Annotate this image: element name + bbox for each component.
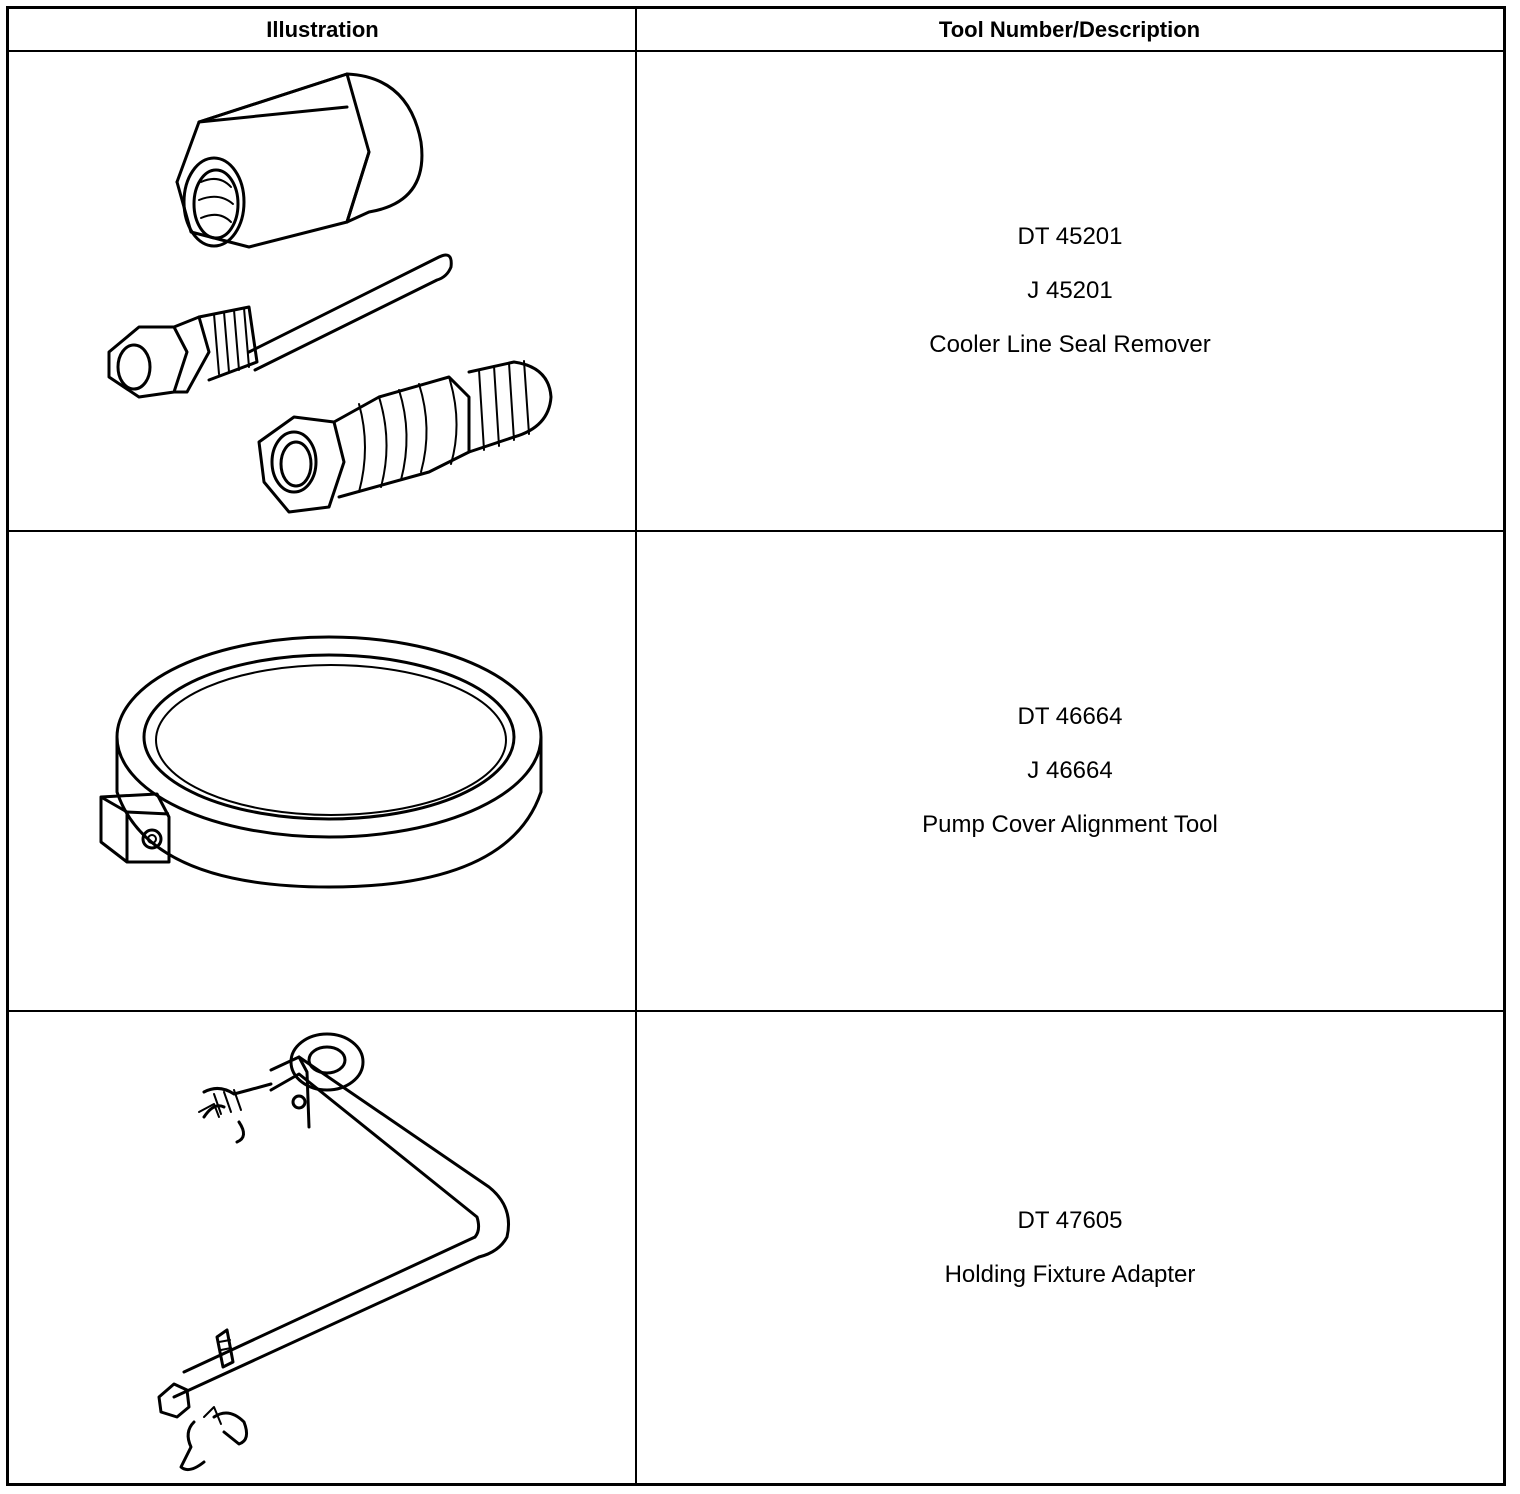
- holding-fixture-adapter-icon: [157, 1032, 510, 1472]
- table-header: Illustration Tool Number/Description: [9, 9, 1503, 52]
- special-tools-table: Illustration Tool Number/Description: [6, 6, 1506, 1486]
- table-row: DT 47605 Holding Fixture Adapter: [9, 1012, 1503, 1483]
- header-tool-number-description: Tool Number/Description: [938, 17, 1201, 42]
- illustration-cell: [9, 52, 635, 530]
- tool-description: Pump Cover Alignment Tool: [922, 811, 1218, 838]
- tool-number-j: J 45201: [1027, 277, 1113, 304]
- table-row: DT 45201 J 45201 Cooler Line Seal Remove…: [9, 52, 1503, 532]
- tool-number-j: J 46664: [1027, 757, 1113, 784]
- illustration-cell: [9, 1012, 635, 1483]
- tool-number-dt: DT 47605: [1017, 1206, 1123, 1234]
- tool-description: Holding Fixture Adapter: [944, 1260, 1196, 1288]
- column-divider: [635, 9, 637, 1483]
- description-cell: DT 45201 J 45201 Cooler Line Seal Remove…: [637, 52, 1503, 530]
- pump-cover-alignment-ring-icon: [99, 635, 543, 889]
- cooler-line-seal-remover-icon: [107, 72, 553, 514]
- tool-number-dt: DT 45201: [1017, 223, 1123, 250]
- tool-number-dt: DT 46664: [1017, 703, 1123, 730]
- description-cell: DT 47605 Holding Fixture Adapter: [637, 1012, 1503, 1483]
- table-row: DT 46664 J 46664 Pump Cover Alignment To…: [9, 532, 1503, 1012]
- description-cell: DT 46664 J 46664 Pump Cover Alignment To…: [637, 532, 1503, 1010]
- header-illustration: Illustration: [266, 17, 379, 42]
- tool-description: Cooler Line Seal Remover: [929, 331, 1211, 358]
- illustration-cell: [9, 532, 635, 1010]
